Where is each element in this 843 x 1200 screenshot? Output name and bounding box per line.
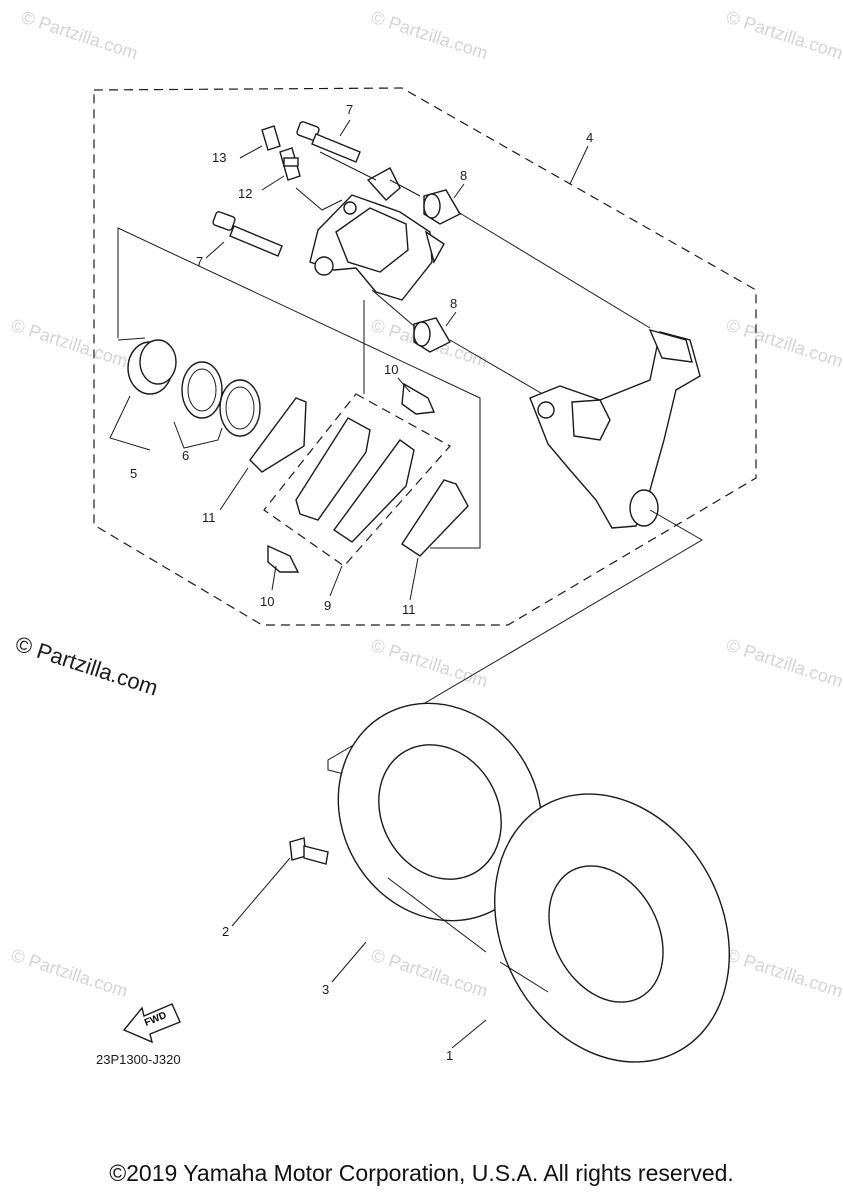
callout-9: 9 (324, 598, 331, 613)
disc-bolt (289, 837, 329, 865)
leader-line (387, 877, 487, 953)
leader-line (319, 151, 377, 181)
group-line (117, 337, 146, 341)
watermark: © Partzilla.com (724, 945, 843, 1002)
caliper-bracket (529, 328, 701, 529)
leader-line (389, 179, 421, 197)
brake-pad-right (333, 439, 415, 543)
watermark: © Partzilla.com (369, 7, 491, 64)
callout-7-lower: 7 (196, 254, 203, 269)
callout-8-upper: 8 (460, 168, 467, 183)
group-line-left (117, 227, 481, 549)
callout-10-upper: 10 (384, 362, 398, 377)
pin-boot-lower (413, 317, 451, 353)
bleed-screw (279, 147, 301, 181)
watermark: © Partzilla.com (9, 315, 131, 372)
watermark: © Partzilla.com (724, 7, 843, 64)
piston-seals (181, 361, 261, 437)
callout-labels: 1 2 3 4 5 6 7 7 8 8 9 10 10 11 11 12 13 (130, 102, 593, 1063)
caliper-bolt-upper (296, 121, 361, 163)
callout-11-right: 11 (402, 602, 416, 617)
callout-10-lower: 10 (260, 594, 274, 609)
callout-12: 12 (238, 186, 252, 201)
diagram-code: 23P1300-J320 (96, 1052, 181, 1067)
leader-line (173, 421, 223, 449)
callout-leaders (205, 119, 589, 1049)
caliper-bolt-lower (212, 211, 283, 257)
watermark: © Partzilla.com (19, 7, 141, 64)
pad-spring-lower (267, 544, 300, 573)
callout-3: 3 (322, 982, 329, 997)
callout-5: 5 (130, 466, 137, 481)
leader-line (371, 289, 415, 327)
brake-disc (337, 702, 543, 922)
leader-line (457, 211, 651, 329)
watermark: © Partzilla.com (369, 945, 491, 1002)
pad-shim-left (249, 397, 307, 473)
watermark: © Partzilla.com (724, 635, 843, 692)
callout-6: 6 (182, 448, 189, 463)
watermark-main: © Partzilla.com (12, 631, 161, 701)
callout-2: 2 (222, 924, 229, 939)
pin-boot-upper (423, 189, 461, 225)
callout-1: 1 (446, 1048, 453, 1063)
callout-7-upper: 7 (346, 102, 353, 117)
watermark: © Partzilla.com (369, 635, 491, 692)
bleed-cap (261, 125, 281, 151)
copyright-notice: ©2019 Yamaha Motor Corporation, U.S.A. A… (109, 1160, 734, 1186)
brake-pad-left (295, 417, 371, 521)
callout-11-left: 11 (202, 510, 216, 525)
leader-line (499, 961, 549, 993)
watermark: © Partzilla.com (9, 945, 131, 1002)
callout-8-lower: 8 (450, 296, 457, 311)
disc-rotor (494, 793, 730, 1063)
leader-line (109, 395, 151, 451)
callout-13: 13 (212, 150, 226, 165)
watermark: © Partzilla.com (724, 315, 843, 372)
leader-line (295, 187, 343, 211)
caliper-piston (127, 339, 177, 395)
pad-shim-right (401, 479, 469, 557)
leader-line (449, 339, 547, 397)
caliper-body (309, 167, 445, 301)
callout-4: 4 (586, 130, 593, 145)
caliper-assembly-outline (93, 87, 757, 626)
forward-arrow-icon: FWD (122, 1003, 181, 1044)
